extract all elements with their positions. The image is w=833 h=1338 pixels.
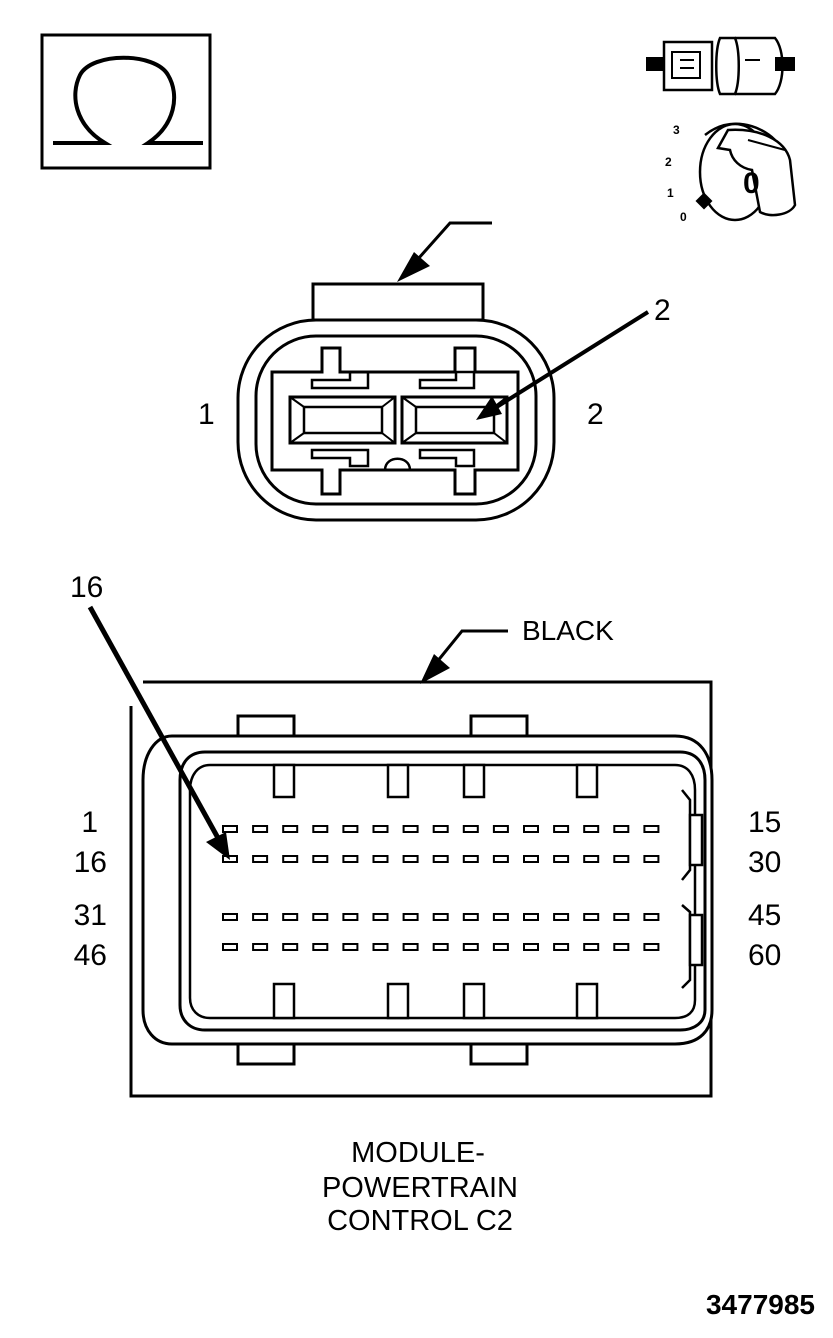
pin-cavity (402, 825, 419, 833)
pin-cavity (372, 855, 389, 863)
terminal-cavity-2 (400, 395, 509, 445)
title-line-1: MODULE- (351, 1137, 485, 1169)
ignition-pos-3: 3 (673, 123, 680, 137)
pin-cavity (613, 825, 630, 833)
pin-cavity (432, 943, 449, 951)
row-label-right-3: 45 (748, 899, 781, 932)
pin-cavity (222, 855, 238, 863)
arrowhead (397, 252, 430, 282)
pin-rows (222, 825, 660, 951)
pin-cavity (282, 855, 299, 863)
pin-cavity (643, 825, 660, 833)
pin-cavity (252, 825, 269, 833)
pin-cavity (462, 855, 479, 863)
pin-cavity (312, 913, 329, 921)
pin-label-left: 1 (198, 398, 215, 431)
pin-cavity (613, 855, 630, 863)
ohm-symbol-icon (40, 33, 212, 170)
pin-cavity (523, 825, 539, 833)
row-label-right-2: 30 (748, 846, 781, 879)
pin-cavity (492, 943, 509, 951)
pin-cavity (372, 943, 389, 951)
pin-cavity (342, 825, 359, 833)
arrowhead (206, 832, 230, 860)
pin-cavity (553, 943, 570, 951)
pin-cavity (583, 913, 600, 921)
pin-cavity (372, 913, 389, 921)
title-line-2: POWERTRAIN (322, 1172, 518, 1204)
pin-cavity (342, 855, 359, 863)
pin-cavity (583, 943, 600, 951)
pin-cavity (312, 855, 329, 863)
pin-cavity (432, 855, 449, 863)
pin-cavity (523, 913, 539, 921)
row-label-left-2: 16 (74, 846, 107, 879)
pin-cavity (402, 855, 419, 863)
pin-cavity (432, 913, 449, 921)
pin-cavity (312, 943, 329, 951)
pin-cavity (553, 913, 570, 921)
pin-cavity (252, 913, 269, 921)
row-label-left-1: 1 (81, 806, 98, 839)
pin-cavity (492, 855, 509, 863)
ignition-key-label: 0 (743, 167, 760, 200)
arrowhead (420, 654, 450, 684)
arrowhead (476, 396, 502, 420)
pin-cavity (462, 943, 479, 951)
pin-cavity (312, 825, 329, 833)
pin-cavity (222, 943, 238, 951)
pin-cavity (583, 855, 600, 863)
diagram-title: MODULE- POWERTRAIN CONTROL C2 (322, 1137, 518, 1237)
pin-cavity (643, 855, 660, 863)
ignition-pos-0: 0 (680, 210, 687, 224)
pin-cavity (553, 855, 570, 863)
connector-large: BLACK 16 (70, 571, 781, 1098)
pin-cavity (492, 825, 509, 833)
row-label-right-4: 60 (748, 939, 781, 972)
pin-cavity (222, 913, 238, 921)
pin-cavity (222, 825, 238, 833)
title-line-3: CONTROL C2 (327, 1205, 513, 1237)
pin-cavity (643, 913, 660, 921)
pin-cavity (462, 913, 479, 921)
pin-cavity (643, 943, 660, 951)
pin-cavity (523, 943, 539, 951)
pin-cavity (613, 943, 630, 951)
disconnected-connector-icon (646, 36, 795, 96)
pin-cavity (553, 825, 570, 833)
row-label-left-3: 31 (74, 899, 107, 932)
pin-cavity (282, 943, 299, 951)
pin-cavity (402, 943, 419, 951)
pin-cavity (432, 825, 449, 833)
pin-cavity (282, 913, 299, 921)
terminal-cavity-1 (288, 395, 397, 445)
pin-cavity (462, 825, 479, 833)
pin-cavity (282, 825, 299, 833)
ignition-pos-2: 2 (665, 155, 672, 169)
pin-cavity (583, 825, 600, 833)
ignition-pos-1: 1 (667, 186, 674, 200)
pin-cavity (252, 855, 269, 863)
pin-cavity (342, 913, 359, 921)
pin-cavity (613, 913, 630, 921)
row-label-left-4: 46 (74, 939, 107, 972)
pin-cavity (492, 913, 509, 921)
callout-small: 2 (654, 294, 671, 327)
connector-small: 2 1 2 (198, 221, 671, 522)
ignition-key-icon: 3 2 1 0 0 (665, 122, 797, 224)
callout-large: 16 (70, 571, 103, 604)
pin-cavity (402, 913, 419, 921)
color-label: BLACK (522, 615, 614, 646)
pin-cavity (523, 855, 539, 863)
pin-label-right: 2 (587, 398, 604, 431)
row-label-right-1: 15 (748, 806, 781, 839)
pin-cavity (372, 825, 389, 833)
figure-number: 3477985 (706, 1289, 815, 1320)
pin-cavity (342, 943, 359, 951)
pin-cavity (252, 943, 269, 951)
